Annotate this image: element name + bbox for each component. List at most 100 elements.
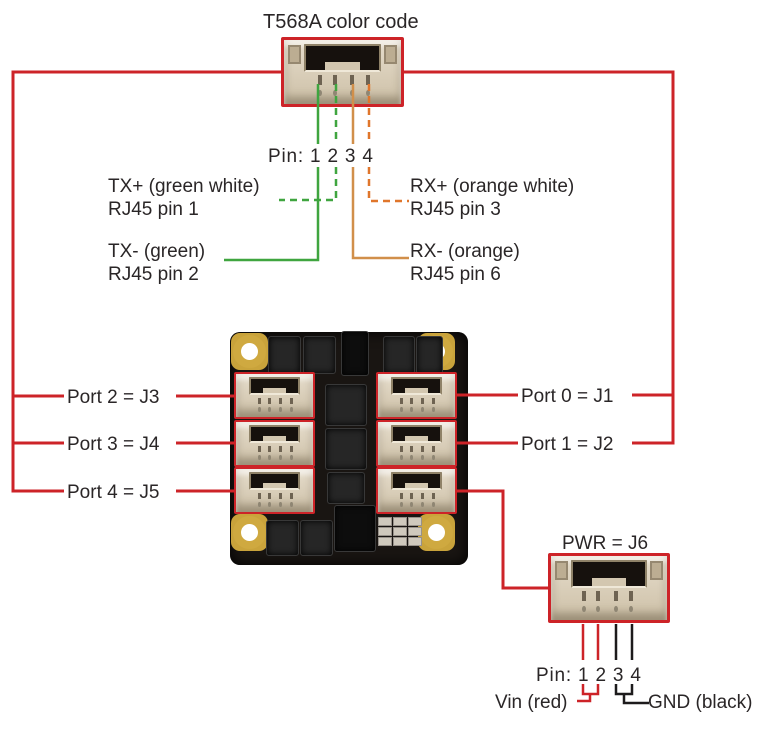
connector-latch-tab	[405, 388, 428, 394]
tx-plus-label: TX+ (green white) RJ45 pin 1	[108, 175, 260, 221]
connector-pin	[421, 492, 424, 508]
gnd-label: GND (black)	[648, 692, 753, 713]
port2-label: Port 2 = J3	[67, 387, 160, 408]
connector-recess-right	[384, 45, 397, 65]
connector-latch-tab	[263, 388, 286, 394]
pcb-component	[383, 336, 415, 374]
mount-hole	[420, 516, 453, 549]
connector-pin	[279, 492, 282, 508]
pcb-capacitor	[408, 527, 422, 536]
connector-slot	[249, 471, 300, 491]
wire-pin3-rx-minus	[351, 84, 409, 260]
connector-pin4	[365, 75, 371, 96]
connector-latch-tab	[263, 436, 286, 442]
rx-minus-label: RX- (orange) RJ45 pin 6	[410, 240, 520, 286]
pcb-component	[300, 520, 333, 556]
pcb-capacitor	[408, 517, 422, 526]
connector-latch-tab	[263, 483, 286, 489]
connector-pin1	[317, 75, 323, 96]
board-connector-j6	[376, 467, 457, 514]
connector-pin	[289, 445, 293, 461]
pcb-header	[341, 331, 369, 376]
connector-pin3	[613, 591, 618, 612]
pcb-capacitor	[393, 527, 407, 536]
t568a-connector	[281, 37, 404, 107]
pcb-component	[268, 336, 301, 374]
pcb-inductor	[325, 384, 367, 426]
connector-latch-tab	[405, 436, 428, 442]
connector-pin	[268, 397, 272, 413]
connector-pin	[431, 492, 435, 508]
pwr-pin-numbers-label: Pin: 1 2 3 4	[536, 665, 642, 686]
port4-label: Port 4 = J5	[67, 482, 160, 503]
board-connector-j5	[234, 467, 315, 514]
connector-slot	[249, 376, 300, 396]
board-connector-j4	[234, 420, 315, 467]
connector-pin	[279, 445, 282, 461]
pcb-capacitor	[408, 537, 422, 546]
connector-slot	[249, 424, 300, 444]
connector-pin	[400, 397, 404, 413]
pwr-connector	[548, 553, 670, 623]
port0-label: Port 0 = J1	[521, 386, 614, 407]
pcb-component	[303, 336, 336, 374]
pcb-capacitor	[378, 517, 392, 526]
pcb-capacitor	[393, 537, 407, 546]
connector-pin	[268, 445, 272, 461]
connector-pin2	[596, 591, 601, 612]
connector-recess-left	[288, 45, 301, 65]
pcb-component	[266, 520, 299, 556]
wire-red-pwr-route	[457, 489, 548, 590]
connector-pin	[400, 492, 404, 508]
wire-pin1-tx-minus	[224, 84, 320, 262]
pcb-capacitor	[393, 517, 407, 526]
connector-slot	[391, 471, 442, 491]
connector-slot	[391, 424, 442, 444]
connector-slot	[570, 559, 648, 588]
diagram-title: T568A color code	[263, 11, 419, 33]
mount-hole	[233, 335, 266, 368]
connector-pin	[421, 397, 424, 413]
connector-pin	[410, 397, 414, 413]
connector-pin4	[628, 591, 633, 612]
wire-pwr-vin	[577, 624, 600, 703]
vin-label: Vin (red)	[495, 692, 568, 713]
connector-pin	[258, 397, 262, 413]
pcb-inductor	[327, 472, 365, 504]
connector-slot	[303, 43, 382, 72]
rx-minus-rj45: RJ45 pin 6	[410, 264, 501, 285]
pcb-capacitor	[378, 527, 392, 536]
connector-recess-right	[650, 561, 663, 581]
connector-pin	[258, 445, 262, 461]
connector-slot	[391, 376, 442, 396]
rx-plus-signal: RX+ (orange white)	[410, 176, 575, 197]
connector-pin	[431, 397, 435, 413]
connector-latch-tab	[405, 483, 428, 489]
board-connector-j3	[234, 372, 315, 419]
board-connector-j1	[376, 372, 457, 419]
tx-minus-signal: TX- (green)	[108, 241, 206, 262]
connector-pin2	[333, 75, 338, 96]
connector-pin	[258, 492, 262, 508]
rx-plus-rj45: RJ45 pin 3	[410, 199, 501, 220]
rx-minus-signal: RX- (orange)	[410, 241, 520, 262]
tx-plus-rj45: RJ45 pin 1	[108, 199, 199, 220]
pcb-capacitor	[378, 537, 392, 546]
connector-pin	[400, 445, 404, 461]
connector-pin	[431, 445, 435, 461]
connector-pin	[421, 445, 424, 461]
connector-pin	[279, 397, 282, 413]
rx-plus-label: RX+ (orange white) RJ45 pin 3	[410, 175, 574, 221]
pwr-title: PWR = J6	[562, 533, 649, 554]
tx-minus-rj45: RJ45 pin 2	[108, 264, 199, 285]
mount-hole	[233, 516, 266, 549]
tx-plus-signal: TX+ (green white)	[108, 176, 260, 197]
connector-pin	[268, 492, 272, 508]
port3-label: Port 3 = J4	[67, 434, 160, 455]
connector-pin	[410, 445, 414, 461]
connector-latch-tab	[591, 577, 627, 586]
board-connector-j2	[376, 420, 457, 467]
connector-pin3	[349, 75, 354, 96]
pcb-chip	[334, 505, 376, 552]
